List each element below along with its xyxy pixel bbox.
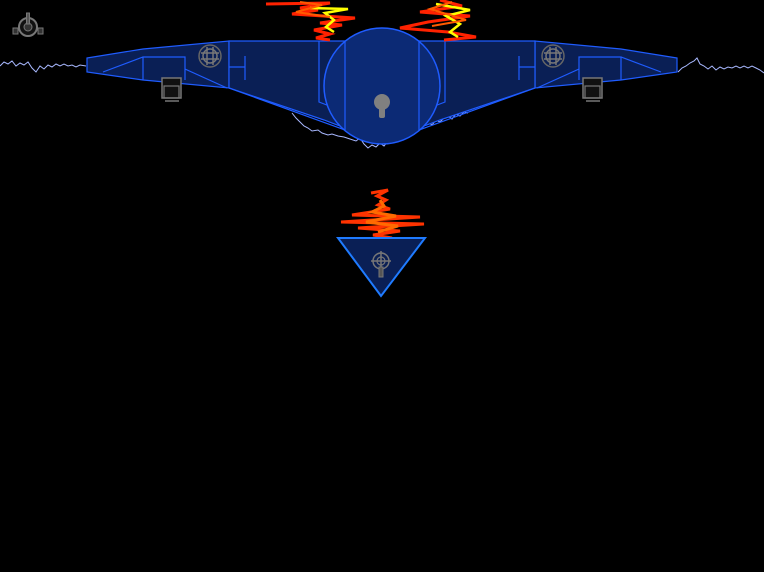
thruster-flame-right — [399, 0, 477, 42]
turret-left-icon — [198, 44, 222, 68]
terrain-line-left — [0, 60, 87, 73]
turret-right-icon — [541, 44, 565, 68]
hangar-pod-left-icon — [161, 77, 182, 102]
dome-inner-frame — [344, 41, 420, 130]
bracket-left — [229, 56, 246, 80]
ship-life-icon — [12, 12, 44, 37]
player-turret-icon — [371, 251, 391, 278]
core-cannon-icon — [374, 94, 390, 118]
player-thruster-flame — [340, 188, 425, 240]
mothership-core-dome — [323, 27, 441, 145]
bracket-right — [518, 56, 535, 80]
hangar-pod-right-icon — [582, 77, 603, 102]
terrain-line-right — [677, 57, 764, 74]
player-ship[interactable] — [336, 237, 428, 298]
wing-detail-left — [102, 56, 228, 89]
thruster-flame-left — [265, 1, 356, 42]
wing-detail-right — [536, 56, 662, 89]
